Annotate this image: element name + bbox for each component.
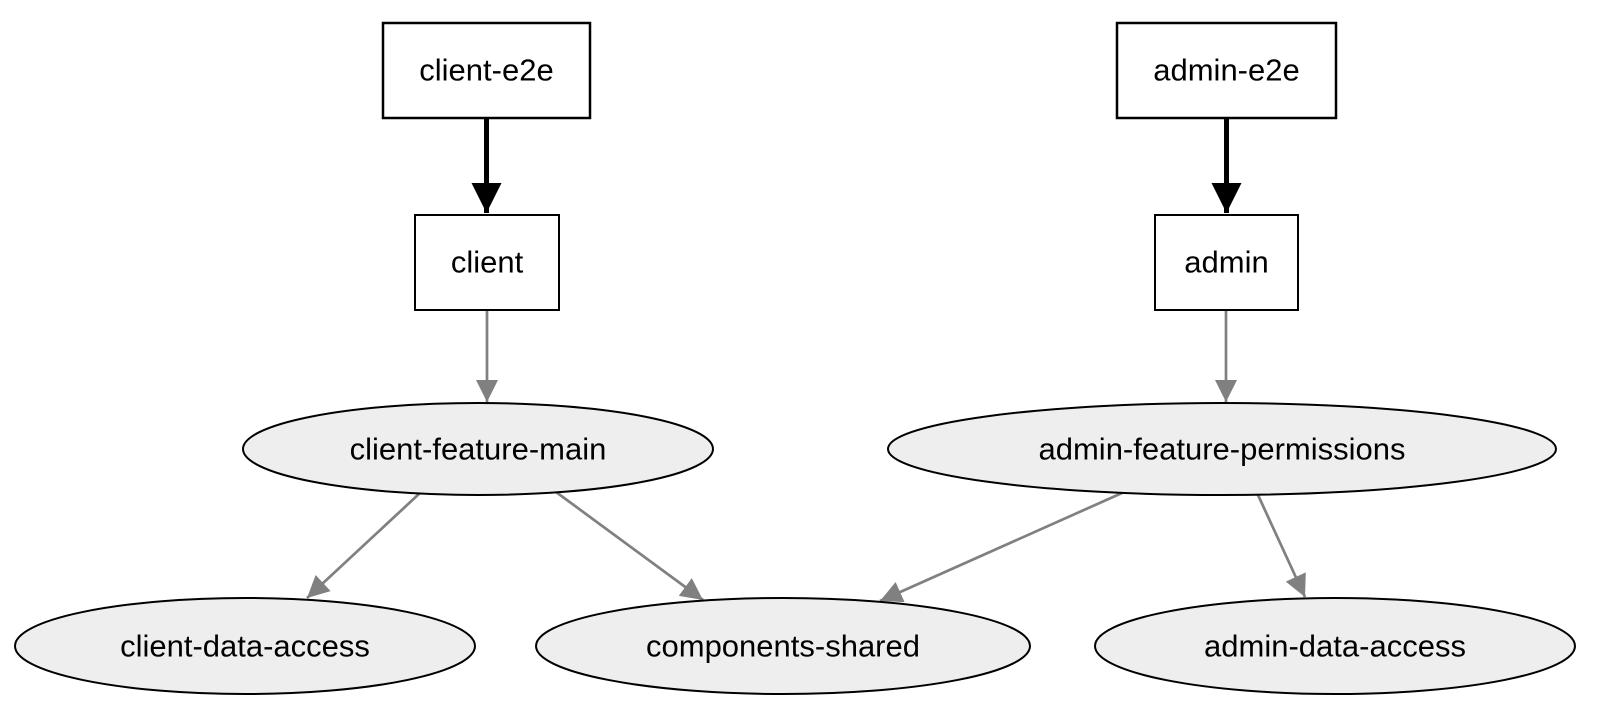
node-client-label: client	[451, 245, 524, 280]
node-admin-feature-permissions: admin-feature-permissions	[887, 402, 1557, 496]
node-client-e2e-label: client-e2e	[419, 53, 553, 88]
node-client-data-access-label: client-data-access	[120, 629, 370, 664]
node-admin-e2e: admin-e2e	[1115, 21, 1338, 120]
node-admin-e2e-label: admin-e2e	[1153, 53, 1299, 88]
node-admin-e2e-box	[1115, 21, 1338, 120]
node-components-shared: components-shared	[535, 597, 1031, 695]
node-admin-label: admin	[1184, 245, 1268, 280]
node-admin-feature-permissions-shape	[887, 402, 1557, 496]
node-client-e2e: client-e2e	[381, 21, 592, 120]
node-admin-box	[1154, 214, 1299, 311]
node-admin-data-access-shape	[1094, 597, 1576, 695]
node-admin-data-access: admin-data-access	[1094, 597, 1576, 695]
node-client-data-access-shape	[14, 597, 476, 695]
node-client-box	[414, 214, 560, 311]
node-admin-feature-permissions-label: admin-feature-permissions	[1039, 432, 1406, 467]
node-client-feature-main-label: client-feature-main	[350, 432, 607, 467]
edges	[306, 119, 1307, 603]
edge-client-feature-main-to-client-data-access	[306, 492, 421, 599]
edge-admin-feature-permissions-to-components-shared	[879, 491, 1123, 603]
node-components-shared-label: components-shared	[646, 629, 920, 664]
node-client-e2e-box	[381, 21, 592, 120]
node-client-data-access: client-data-access	[14, 597, 476, 695]
node-admin-data-access-label: admin-data-access	[1204, 629, 1466, 664]
node-admin: admin	[1154, 214, 1299, 311]
node-client-feature-main-shape	[242, 402, 714, 496]
node-components-shared-shape	[535, 597, 1031, 695]
node-client-feature-main: client-feature-main	[242, 402, 714, 496]
node-client: client	[414, 214, 560, 311]
edge-client-feature-main-to-components-shared	[555, 490, 704, 602]
edge-admin-feature-permissions-to-admin-data-access	[1256, 494, 1307, 598]
